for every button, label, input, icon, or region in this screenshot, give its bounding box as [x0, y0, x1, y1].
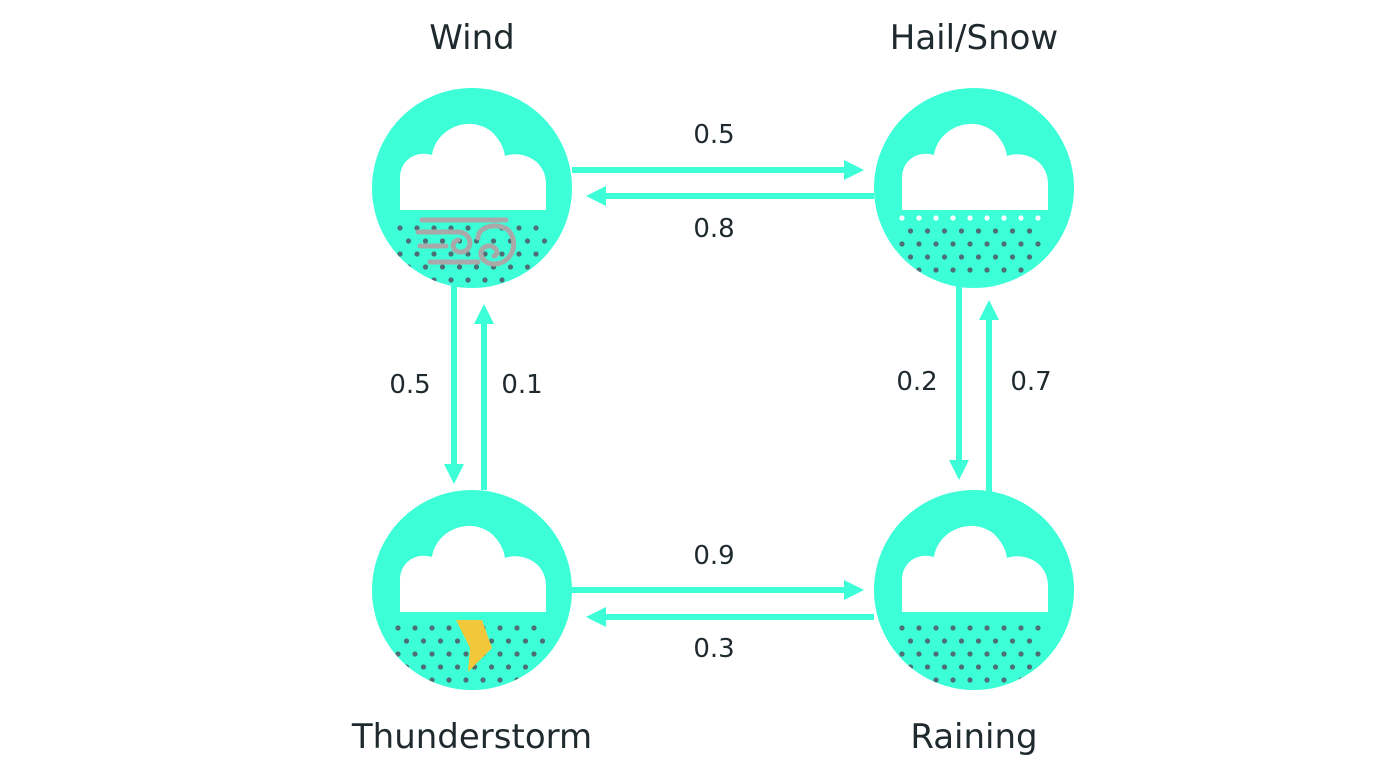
probability-raining-to-thunderstorm: 0.3 [693, 634, 735, 664]
state-label-thunderstorm: Thunderstorm [351, 717, 593, 757]
state-label-raining: Raining [910, 717, 1038, 757]
probability-thunderstorm-to-raining: 0.9 [693, 541, 735, 571]
state-label-hail-snow: Hail/Snow [889, 18, 1059, 58]
arrow-hail-to-raining [949, 284, 969, 480]
probability-thunderstorm-to-wind: 0.1 [501, 370, 543, 400]
node-wind [372, 88, 572, 288]
node-thunderstorm [372, 490, 572, 690]
state-label-wind: Wind [429, 18, 515, 58]
probability-hail-to-wind: 0.8 [693, 214, 735, 244]
probability-wind-to-thunderstorm: 0.5 [389, 370, 431, 400]
cloud-rain-icon [899, 525, 1048, 683]
transition-arrows [444, 160, 999, 627]
arrow-wind-to-thunderstorm [444, 286, 464, 484]
cloud-wind-icon [397, 123, 548, 283]
probability-wind-to-hail: 0.5 [693, 120, 735, 150]
arrow-raining-to-hail [979, 300, 999, 492]
arrow-thunderstorm-to-wind [474, 304, 494, 490]
arrow-raining-to-thunderstorm [586, 607, 874, 627]
arrow-thunderstorm-to-raining [572, 580, 864, 600]
node-hail-snow [874, 88, 1074, 288]
arrow-hail-to-wind [586, 186, 874, 206]
node-raining [874, 490, 1074, 690]
probability-hail-to-raining: 0.2 [896, 367, 938, 397]
arrow-wind-to-hail [572, 160, 864, 180]
cloud-hail-icon [899, 123, 1048, 273]
probability-raining-to-hail: 0.7 [1010, 367, 1052, 397]
